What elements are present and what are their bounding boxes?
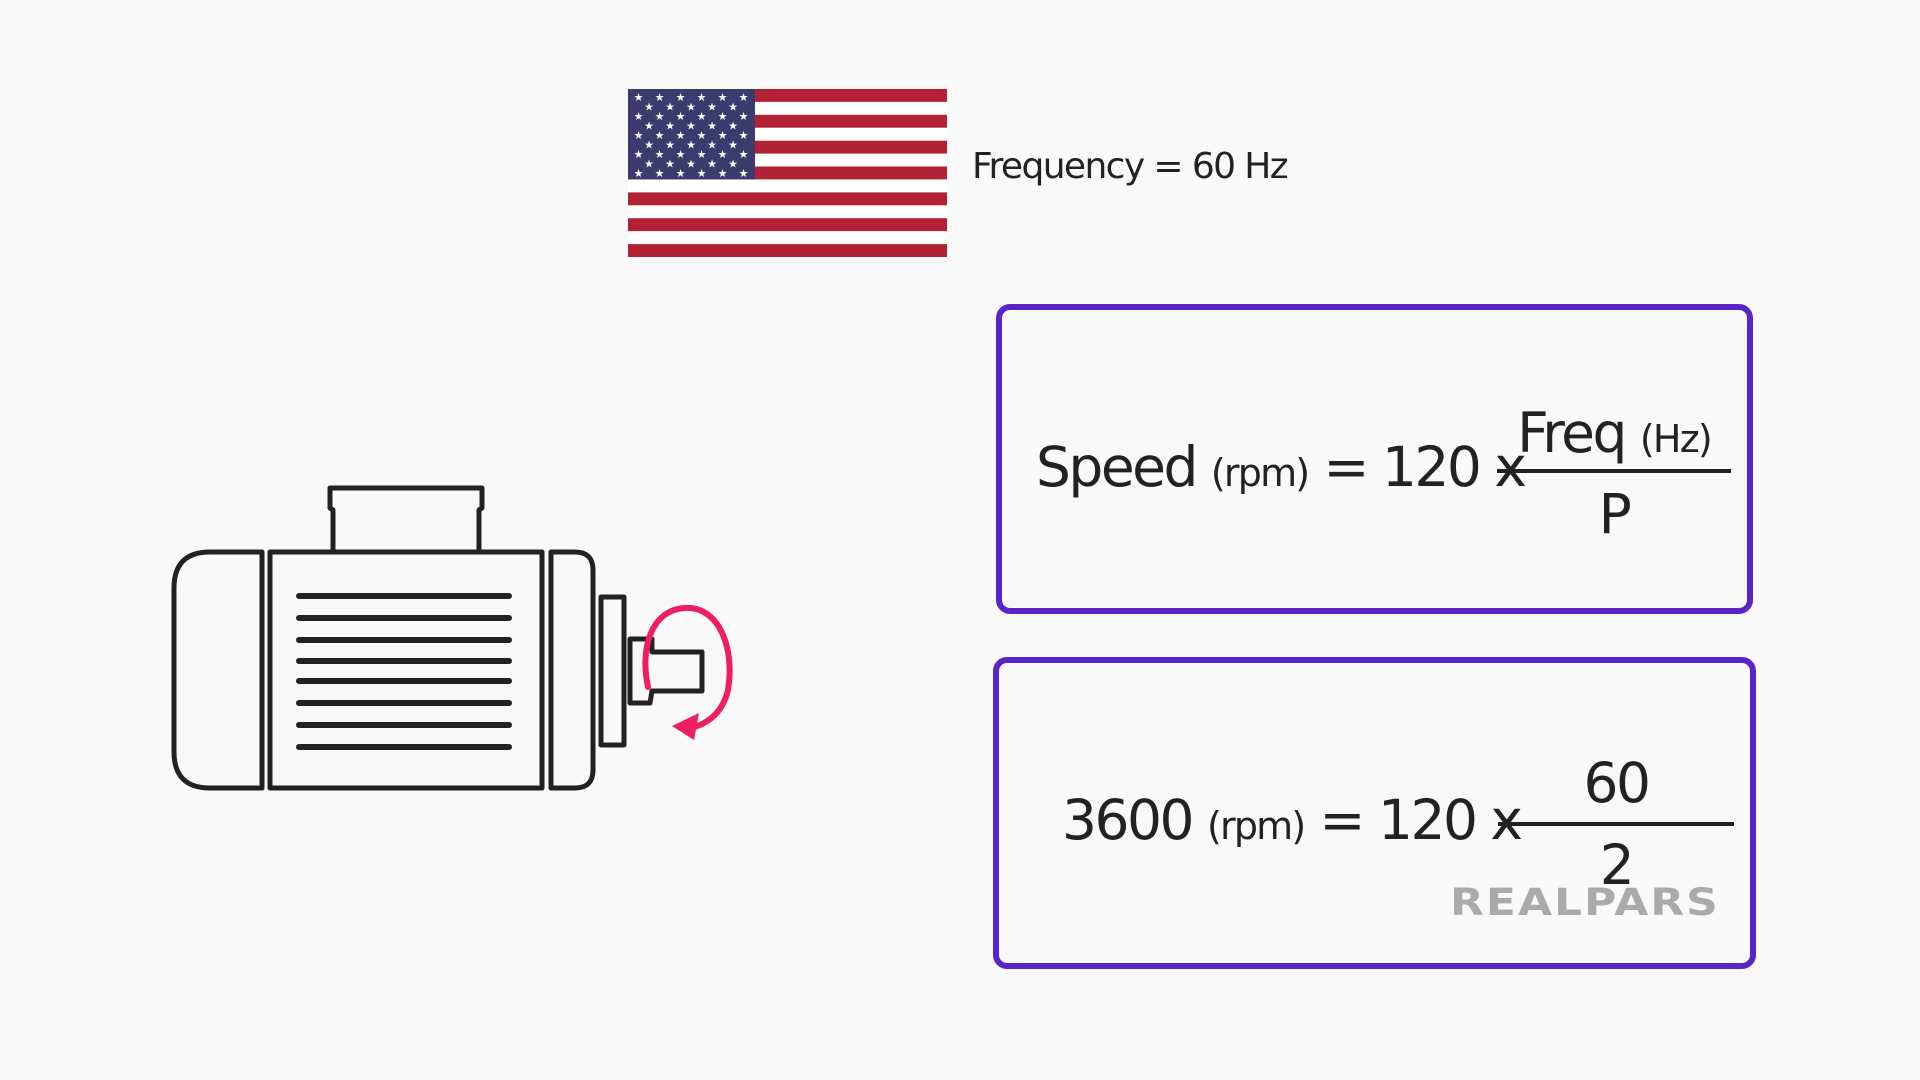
svg-text:★: ★ xyxy=(686,101,696,114)
svg-text:★: ★ xyxy=(634,110,644,123)
hz-unit: (Hz) xyxy=(1639,417,1713,461)
svg-text:★: ★ xyxy=(655,148,665,161)
example-fraction-bar xyxy=(1498,822,1734,826)
coefficient: 120 x xyxy=(1381,435,1527,499)
svg-text:★: ★ xyxy=(634,91,644,104)
equals-sign: = xyxy=(1323,435,1369,499)
general-formula-lhs: Speed (rpm) = 120 x xyxy=(1036,440,1527,495)
svg-text:★: ★ xyxy=(644,101,654,114)
rotation-arrow-icon xyxy=(642,604,733,740)
svg-text:★: ★ xyxy=(655,110,665,123)
rpm-unit: (rpm) xyxy=(1210,451,1310,495)
svg-text:★: ★ xyxy=(707,158,717,171)
general-formula-box xyxy=(996,304,1753,614)
svg-text:★: ★ xyxy=(718,129,728,142)
svg-text:★: ★ xyxy=(739,167,749,180)
svg-text:★: ★ xyxy=(728,120,738,133)
svg-text:★: ★ xyxy=(697,167,707,180)
svg-text:★: ★ xyxy=(665,120,675,133)
svg-text:★: ★ xyxy=(644,139,654,152)
general-denominator: P xyxy=(1598,482,1632,546)
speed-value: 3600 xyxy=(1062,788,1194,852)
svg-text:★: ★ xyxy=(634,167,644,180)
svg-text:★: ★ xyxy=(644,120,654,133)
svg-text:★: ★ xyxy=(676,148,686,161)
svg-text:★: ★ xyxy=(665,158,675,171)
example-formula-lhs: 3600 (rpm) = 120 x xyxy=(1062,793,1523,848)
svg-text:★: ★ xyxy=(718,167,728,180)
svg-text:★: ★ xyxy=(634,148,644,161)
svg-text:★: ★ xyxy=(718,91,728,104)
svg-text:★: ★ xyxy=(697,91,707,104)
electric-motor-icon xyxy=(150,470,770,810)
coefficient: 120 x xyxy=(1377,788,1523,852)
svg-text:★: ★ xyxy=(728,158,738,171)
general-numerator: Freq (Hz) xyxy=(1497,406,1731,461)
example-denominator: 2 xyxy=(1599,833,1635,897)
svg-text:★: ★ xyxy=(686,120,696,133)
speed-label: Speed xyxy=(1036,435,1198,499)
rpm-unit: (rpm) xyxy=(1206,804,1306,848)
svg-text:★: ★ xyxy=(707,101,717,114)
frequency-label: Frequency = 60 Hz xyxy=(972,146,1289,187)
example-formula-box xyxy=(993,657,1756,969)
us-flag-icon: ★★★★★★ ★★★★★ ★★★★★★ ★★★★★ ★★★★★★ ★★★★★ ★… xyxy=(628,89,947,257)
svg-text:★: ★ xyxy=(739,110,749,123)
svg-text:★: ★ xyxy=(707,139,717,152)
general-fraction-bar xyxy=(1497,469,1731,473)
svg-text:★: ★ xyxy=(697,129,707,142)
svg-text:★: ★ xyxy=(728,101,738,114)
svg-text:★: ★ xyxy=(655,91,665,104)
svg-text:★: ★ xyxy=(718,148,728,161)
svg-text:★: ★ xyxy=(686,158,696,171)
svg-text:★: ★ xyxy=(634,129,644,142)
svg-text:★: ★ xyxy=(665,101,675,114)
svg-text:★: ★ xyxy=(655,167,665,180)
svg-text:★: ★ xyxy=(676,167,686,180)
svg-text:★: ★ xyxy=(686,139,696,152)
svg-text:★: ★ xyxy=(697,148,707,161)
svg-text:★: ★ xyxy=(707,120,717,133)
svg-text:★: ★ xyxy=(655,129,665,142)
svg-text:★: ★ xyxy=(718,110,728,123)
freq-label: Freq xyxy=(1517,401,1627,465)
svg-text:★: ★ xyxy=(676,110,686,123)
svg-text:★: ★ xyxy=(665,139,675,152)
svg-text:★: ★ xyxy=(739,91,749,104)
svg-text:★: ★ xyxy=(676,91,686,104)
svg-text:★: ★ xyxy=(676,129,686,142)
svg-text:★: ★ xyxy=(728,139,738,152)
equals-sign: = xyxy=(1319,788,1365,852)
svg-text:★: ★ xyxy=(739,129,749,142)
realpars-logo: REALPARS xyxy=(1450,880,1720,925)
svg-text:★: ★ xyxy=(697,110,707,123)
svg-text:★: ★ xyxy=(644,158,654,171)
svg-text:★: ★ xyxy=(739,148,749,161)
example-numerator: 60 xyxy=(1583,751,1652,815)
